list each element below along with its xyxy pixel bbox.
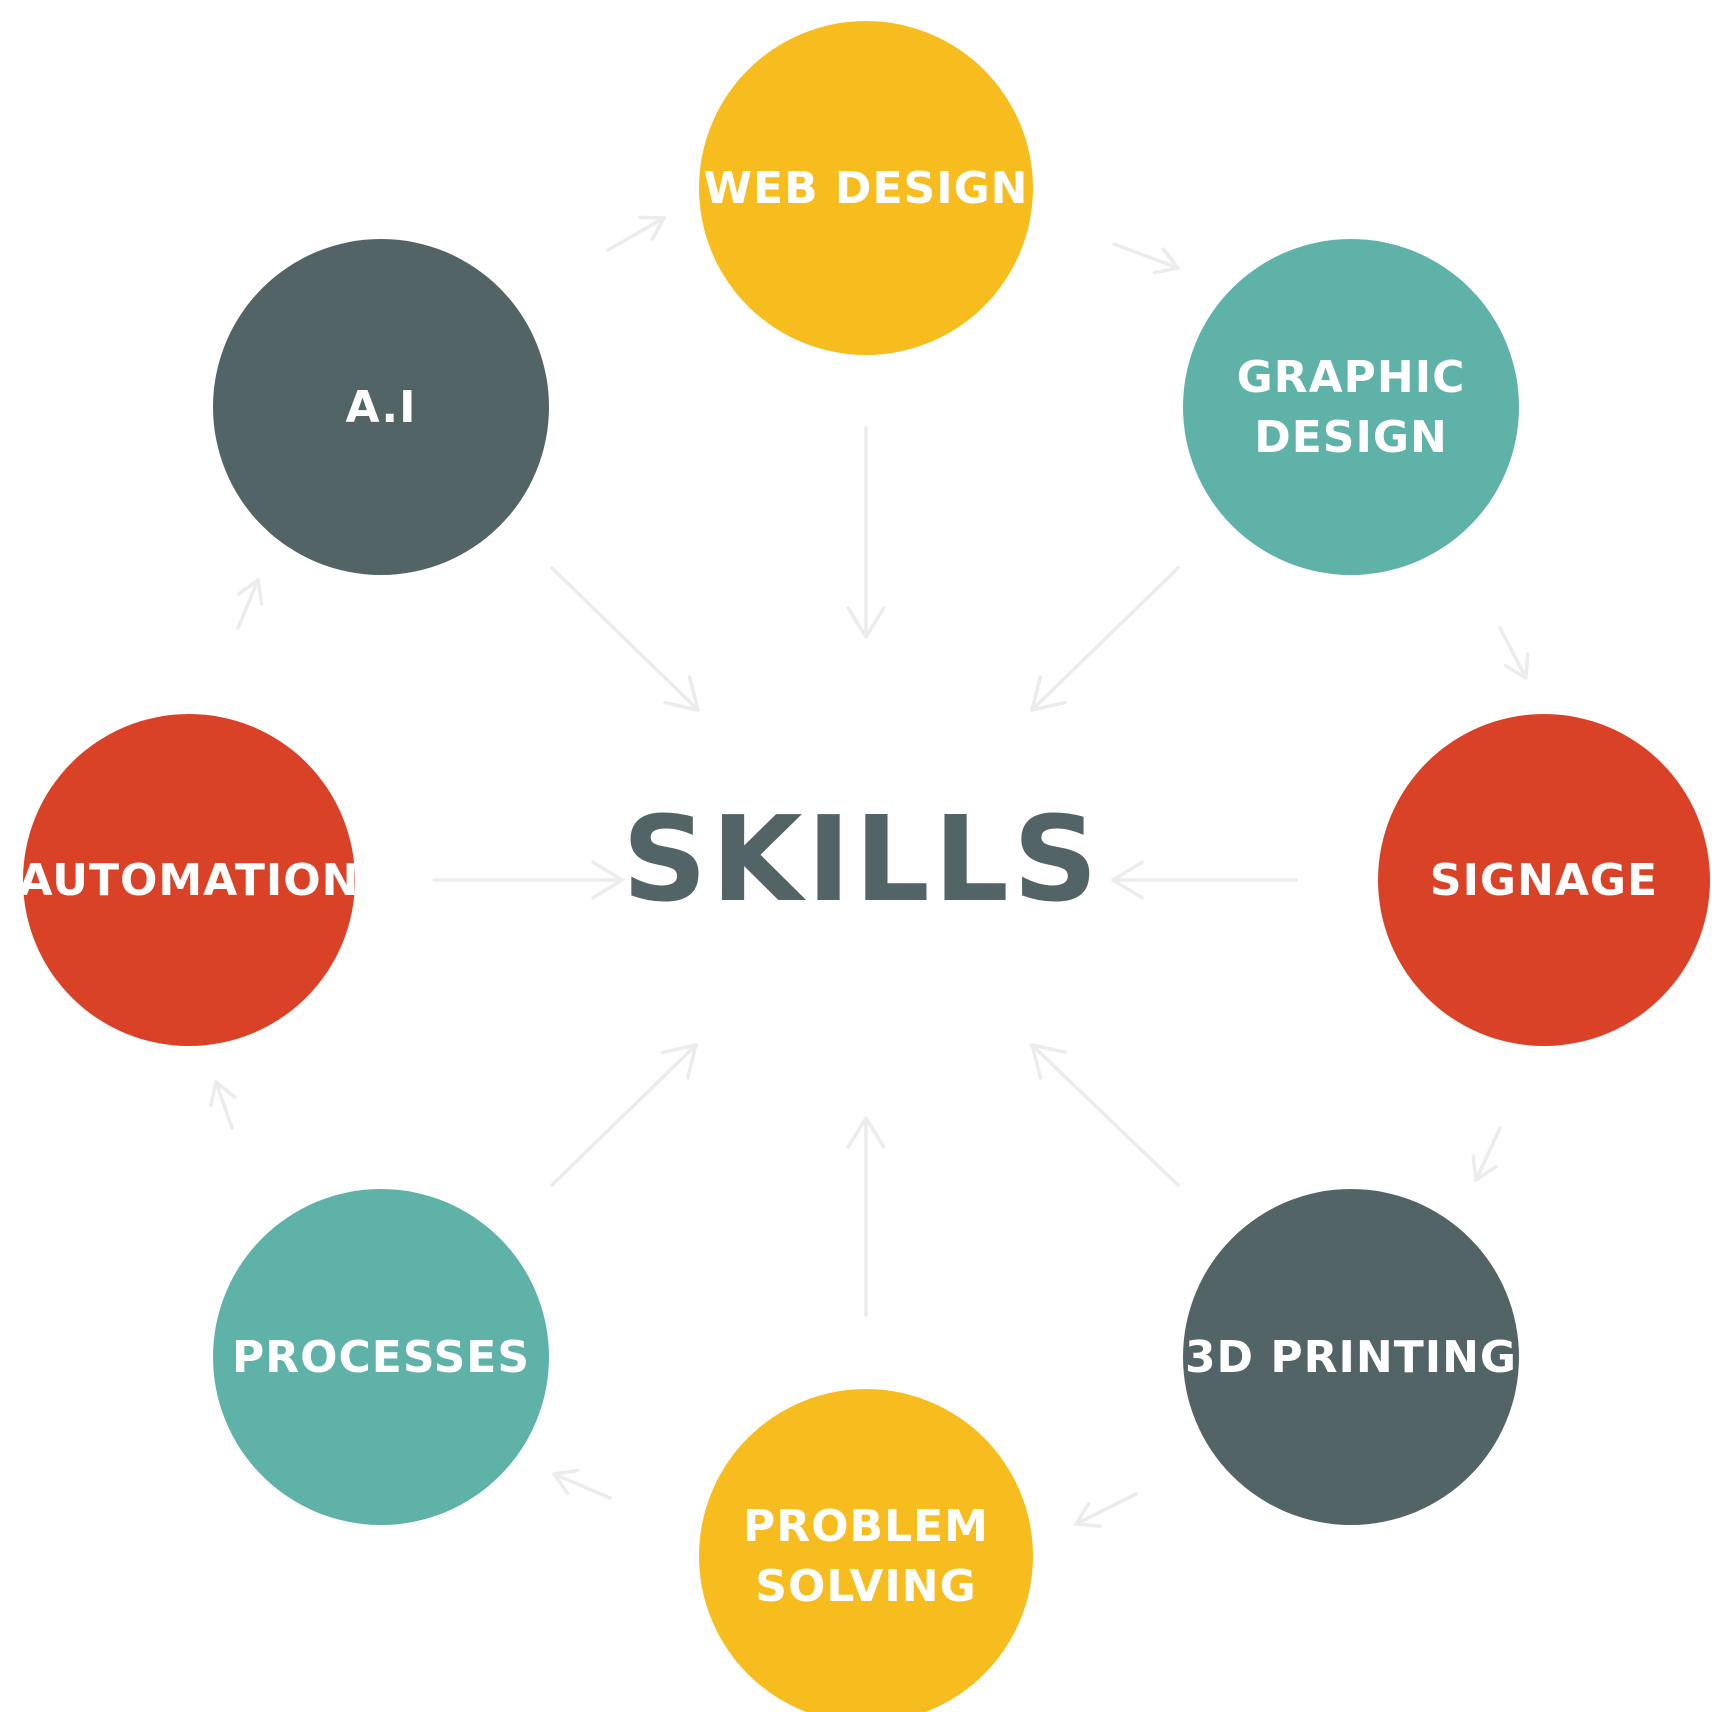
skill-label-problem-solving-line-1: PROBLEM	[743, 1501, 989, 1552]
skill-node-problem-solving: PROBLEM SOLVING	[699, 1389, 1033, 1712]
skill-circle-graphic-design	[1183, 239, 1519, 575]
skill-node-automation: AUTOMATION	[19, 714, 360, 1046]
cycle-arrow-web-to-graphic	[1112, 242, 1180, 275]
skill-node-3d-printing: 3D PRINTING	[1183, 1189, 1519, 1525]
skill-label-automation: AUTOMATION	[19, 855, 360, 906]
cycle-arrow-signage-to-3d	[1471, 1126, 1502, 1182]
arrow-problem-solving-to-center	[846, 1116, 886, 1317]
skill-label-web-design: WEB DESIGN	[703, 163, 1028, 214]
skill-label-ai: A.I	[346, 382, 417, 433]
skill-circle-automation	[23, 714, 355, 1046]
skill-circle-processes	[213, 1189, 549, 1525]
skill-circle-3d-printing	[1183, 1189, 1519, 1525]
skill-label-problem-solving-line-2: SOLVING	[755, 1561, 976, 1612]
cycle-arrow-ai-to-web	[606, 215, 666, 252]
skill-circle-ai	[213, 239, 549, 575]
arrow-processes-to-center	[550, 1043, 698, 1187]
arrow-3d-printing-to-center	[1030, 1043, 1180, 1187]
skill-node-web-design: WEB DESIGN	[699, 21, 1033, 355]
skill-circle-web-design	[699, 21, 1033, 355]
cycle-arrow-processes-to-automation	[209, 1080, 237, 1130]
skill-label-graphic-design-line-1: GRAPHIC	[1237, 352, 1466, 403]
skill-label-3d-printing: 3D PRINTING	[1185, 1332, 1517, 1383]
center-title: SKILLS	[622, 790, 1102, 928]
arrow-ai-to-center	[550, 566, 700, 712]
skill-node-signage: SIGNAGE	[1378, 714, 1710, 1046]
arrow-graphic-design-to-center	[1030, 566, 1180, 712]
skill-label-processes: PROCESSES	[232, 1332, 530, 1383]
skill-nodes: WEB DESIGN GRAPHIC DESIGN SIGNAGE 3D PRINTIN…	[19, 21, 1710, 1712]
skill-label-signage: SIGNAGE	[1430, 855, 1658, 906]
skill-node-graphic-design: GRAPHIC DESIGN	[1183, 239, 1519, 575]
skill-label-graphic-design-line-2: DESIGN	[1254, 412, 1448, 463]
cycle-arrow-graphic-to-signage	[1498, 626, 1530, 680]
skill-node-ai: A.I	[213, 239, 549, 575]
arrows	[209, 215, 1530, 1528]
skill-node-processes: PROCESSES	[213, 1189, 549, 1525]
arrow-automation-to-center	[432, 860, 624, 900]
skill-circle-problem-solving	[699, 1389, 1033, 1712]
arrow-web-design-to-center	[846, 426, 886, 639]
skill-circle-signage	[1378, 714, 1710, 1046]
arrow-signage-to-center	[1111, 860, 1298, 900]
cycle-arrow-problem-to-processes	[552, 1468, 612, 1500]
cycle-arrow-automation-to-ai	[236, 578, 264, 630]
cycle-arrow-3d-to-problem	[1074, 1492, 1138, 1528]
